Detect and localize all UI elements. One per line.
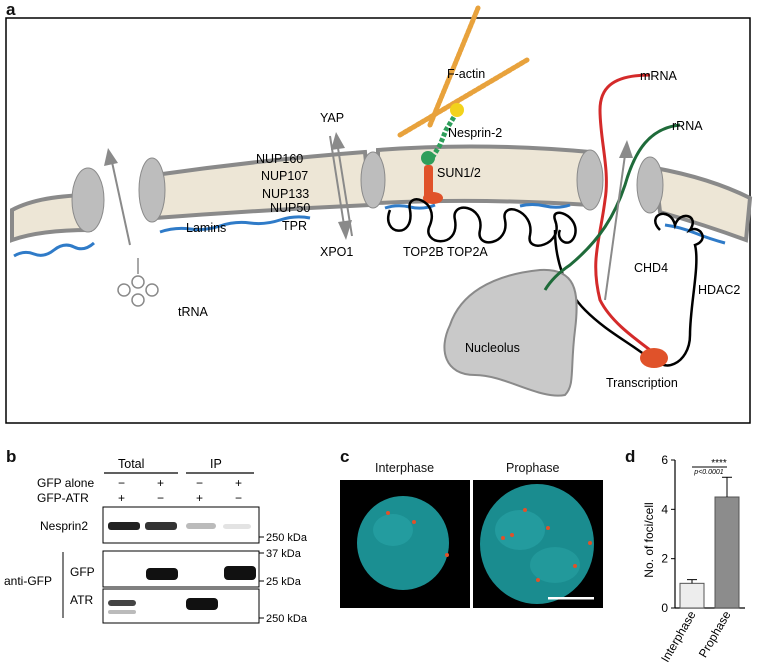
- label-nesprin2-blot: Nesprin2: [40, 519, 88, 533]
- mrna-export-arrow: [604, 140, 633, 301]
- label-sun12: SUN1/2: [437, 166, 481, 180]
- significance-stars: ****: [711, 458, 727, 469]
- nucleolus-shape: [443, 268, 578, 397]
- row-gfp-alone: GFP alone: [37, 476, 94, 490]
- header-ip: IP: [210, 457, 222, 471]
- yap-xpo1-arrows: [329, 132, 353, 240]
- title-interphase: Interphase: [375, 461, 435, 475]
- mw-250-a: 250 kDa: [266, 532, 308, 544]
- label-mrna: mRNA: [640, 69, 677, 83]
- panel-d-chart: No. of foci/cell 0246InterphaseProphase …: [642, 453, 745, 665]
- gfp-alone-sign-3: −: [196, 476, 203, 490]
- label-nup107: NUP107: [261, 169, 308, 183]
- mw-25: 25 kDa: [266, 576, 302, 588]
- label-nup133: NUP133: [262, 187, 309, 201]
- trna-icon: [117, 258, 159, 307]
- label-atr-blot: ATR: [70, 593, 93, 607]
- label-nup160: NUP160: [256, 152, 303, 166]
- y-axis-label: No. of foci/cell: [642, 502, 656, 577]
- bar-prophase: [714, 496, 740, 609]
- lamin-network: [13, 203, 726, 258]
- gfp-alone-sign-2: +: [157, 476, 164, 490]
- nesprin-2-icon: [421, 103, 464, 165]
- x-tick-label: Prophase: [696, 608, 734, 660]
- mrna-strand: [594, 73, 651, 352]
- label-hdac2: HDAC2: [698, 283, 740, 297]
- panel-a-diagram: mRNA rRNA F-actin YAP Nesprin-2 NUP160 S…: [5, 5, 753, 424]
- label-nesprin-2: Nesprin-2: [448, 126, 502, 140]
- label-rrna: rRNA: [672, 119, 703, 133]
- p-value: p<0.0001: [693, 469, 723, 476]
- label-anti-gfp: anti-GFP: [4, 574, 52, 588]
- chromatin-loops: [387, 198, 704, 367]
- label-f-actin: F-actin: [447, 67, 485, 81]
- y-tick-label: 2: [661, 552, 668, 566]
- trna-export-arrow: [104, 148, 131, 246]
- nuclear-pores: [71, 149, 664, 233]
- y-tick-label: 4: [661, 502, 668, 516]
- label-transcription: Transcription: [606, 376, 678, 390]
- mw-250-b: 250 kDa: [266, 613, 308, 625]
- gfp-atr-sign-4: −: [235, 491, 242, 505]
- panel-c-micrographs: [340, 480, 603, 608]
- label-nucleolus: Nucleolus: [465, 341, 520, 355]
- label-top2b-top2a: TOP2B TOP2A: [403, 245, 488, 259]
- panel-d-letter: d: [625, 447, 636, 466]
- label-chd4: CHD4: [634, 261, 668, 275]
- gfp-atr-sign-2: −: [157, 491, 164, 505]
- sun12-icon: [423, 165, 443, 204]
- row-gfp-atr: GFP-ATR: [37, 491, 89, 505]
- scale-bar: [548, 597, 594, 600]
- panel-c-letter: c: [340, 447, 350, 466]
- rrna-strand: [543, 123, 681, 291]
- label-nup50: NUP50: [270, 201, 310, 215]
- gfp-atr-sign-1: +: [118, 491, 125, 505]
- transcription-node: [640, 348, 668, 368]
- label-xpo1: XPO1: [320, 245, 353, 259]
- x-tick-label: Interphase: [658, 608, 699, 664]
- panel-b-blot: Total IP GFP alone GFP-ATR − + − + + − +…: [4, 457, 308, 625]
- label-lamins: Lamins: [186, 221, 226, 235]
- bar-interphase: [679, 582, 705, 609]
- title-prophase: Prophase: [506, 461, 560, 475]
- gfp-atr-sign-3: +: [196, 491, 203, 505]
- y-tick-label: 6: [661, 453, 668, 467]
- label-tpr: TPR: [282, 219, 307, 233]
- panel-a-letter: a: [6, 0, 16, 19]
- label-trna: tRNA: [178, 305, 209, 319]
- header-total: Total: [118, 457, 144, 471]
- gfp-alone-sign-4: +: [235, 476, 242, 490]
- panel-a-frame: [5, 17, 751, 424]
- label-gfp-blot: GFP: [70, 565, 95, 579]
- gfp-alone-sign-1: −: [118, 476, 125, 490]
- mw-37: 37 kDa: [266, 548, 302, 560]
- f-actin-filaments: [397, 5, 530, 138]
- panel-b-letter: b: [6, 447, 17, 466]
- label-yap: YAP: [320, 111, 344, 125]
- y-tick-label: 0: [661, 601, 668, 615]
